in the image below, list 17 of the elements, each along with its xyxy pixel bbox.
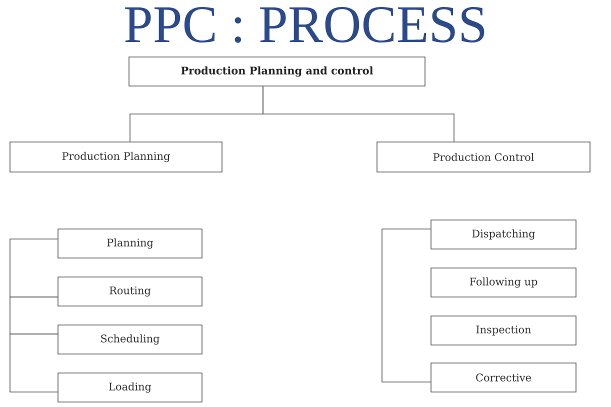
process-box: Production Control [376, 142, 590, 172]
process-box: Scheduling [58, 324, 202, 354]
process-box: Loading [58, 372, 202, 402]
process-box: Dispatching [430, 220, 576, 250]
process-box: Planning [58, 228, 202, 258]
connector-line [382, 228, 431, 382]
process-box: Production Planning [10, 142, 222, 172]
connector-line [262, 86, 454, 142]
process-box: Following up [430, 268, 576, 298]
process-box: Routing [58, 276, 202, 306]
process-box: Production Planning and control [128, 56, 426, 86]
connector-line [10, 296, 58, 334]
connector-line [10, 334, 58, 392]
process-box: Corrective [430, 362, 576, 392]
title: PPC : PROCESS [125, 7, 484, 43]
connector-line [10, 238, 58, 298]
process-box: Inspection [430, 316, 576, 346]
